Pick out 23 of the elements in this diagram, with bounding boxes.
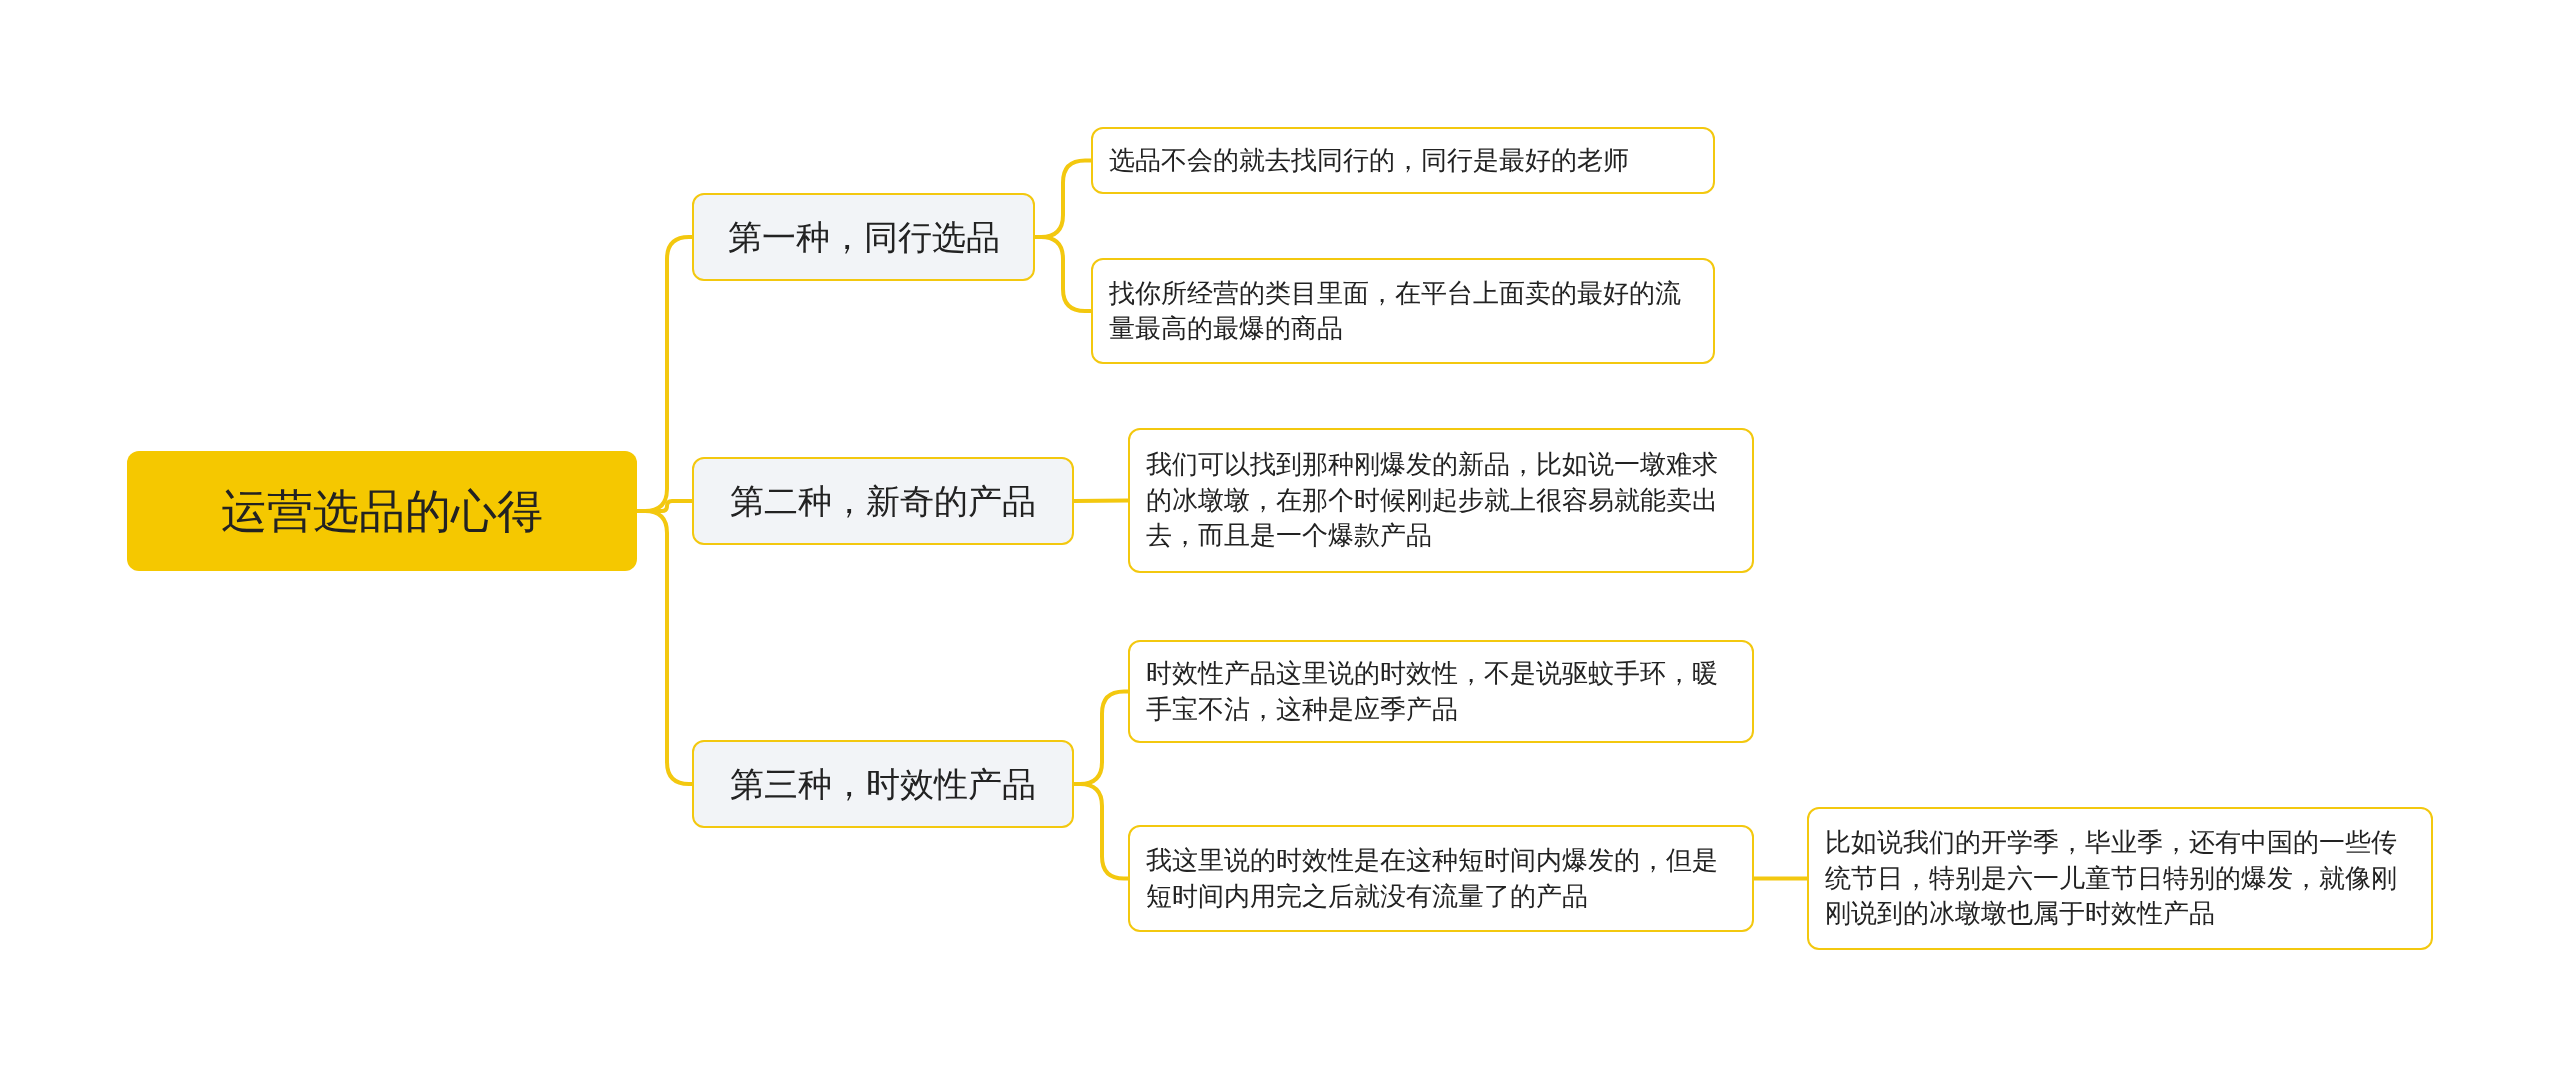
subtopic-box bbox=[1091, 127, 1715, 194]
node-text: 我这里说的时效性是在这种短时间内爆发的，但是短时间内用完之后就没有流量了的产品 bbox=[1146, 844, 1719, 913]
connector-line bbox=[1073, 498, 1129, 503]
subtopic-box bbox=[1091, 258, 1715, 364]
topic-box bbox=[692, 457, 1074, 545]
node-text: 比如说我们的开学季，毕业季，还有中国的一些传统节日，特别是六一儿童节日特别的爆发，就像刚刚说到的冰墩墩也属于时效性产品 bbox=[1825, 826, 2398, 931]
node-text: 第三种，时效性产品 bbox=[730, 762, 1036, 806]
node-text: 我们可以找到那种刚爆发的新品，比如说一墩难求的冰墩墩，在那个时候刚起步就上很容易就能卖出去，而且是一个爆款产品 bbox=[1146, 448, 1719, 553]
node-text: 第一种，同行选品 bbox=[727, 215, 1000, 259]
node-text: 找你所经营的类目里面，在平台上面卖的最好的流量最高的最爆的商品 bbox=[1109, 276, 1682, 345]
node-text: 第二种，新奇的产品 bbox=[730, 479, 1036, 523]
connector-line bbox=[1035, 235, 1091, 313]
subtopic-box bbox=[1128, 825, 1754, 932]
connector-line bbox=[1754, 876, 1807, 881]
subtopic-box bbox=[1128, 428, 1754, 573]
subtopic-box bbox=[1807, 807, 2433, 950]
node-text: 时效性产品这里说的时效性，不是说驱蚊手环，暖手宝不沾，这种是应季产品 bbox=[1146, 657, 1719, 726]
root-topic-box bbox=[127, 451, 637, 571]
subtopic-box bbox=[1128, 640, 1754, 743]
topic-box bbox=[692, 193, 1035, 281]
topic-box bbox=[692, 740, 1074, 828]
node-text: 运营选品的心得 bbox=[221, 482, 543, 540]
node-text: 选品不会的就去找同行的，同行是最好的老师 bbox=[1109, 143, 1629, 177]
